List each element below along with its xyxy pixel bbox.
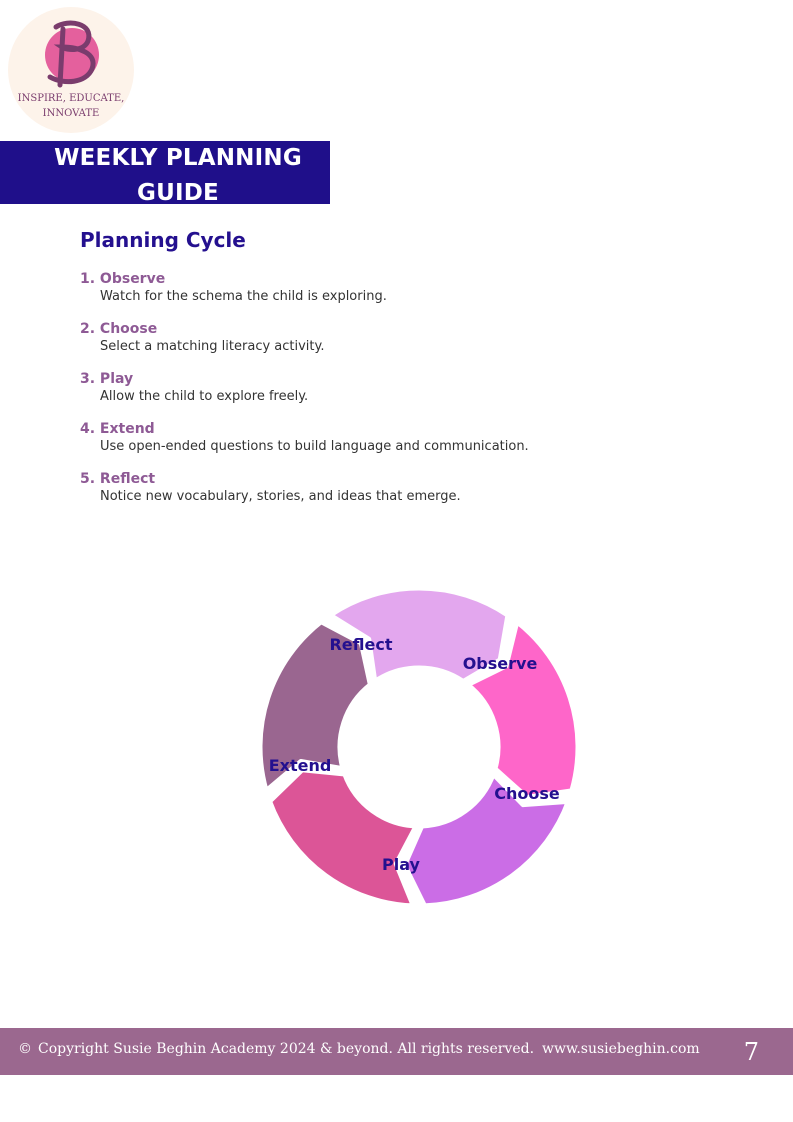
step-title: 1. Observe xyxy=(80,271,166,287)
cycle-label-choose: Choose xyxy=(494,784,560,803)
step-description: Allow the child to explore freely. xyxy=(100,389,309,404)
cycle-segments xyxy=(257,585,581,909)
logo-tagline-line2: INNOVATE xyxy=(42,108,100,119)
cycle-label-observe: Observe xyxy=(463,654,538,673)
website-link[interactable]: www.susiebeghin.com xyxy=(542,1041,700,1057)
cycle-label-reflect: Reflect xyxy=(329,635,392,654)
planning-steps-list: 1. Observe Watch for the schema the chil… xyxy=(80,270,700,520)
cycle-segment-choose xyxy=(401,771,571,909)
step-description: Select a matching literacy activity. xyxy=(100,339,325,354)
page-title: WEEKLY PLANNING GUIDE xyxy=(28,141,328,211)
copyright-icon: © xyxy=(18,1041,32,1057)
cycle-segment-reflect xyxy=(327,585,511,685)
page-title-line1: WEEKLY PLANNING xyxy=(54,145,302,171)
step-title: 4. Extend xyxy=(80,421,155,437)
list-item: 1. Observe Watch for the schema the chil… xyxy=(80,270,700,320)
step-description: Use open-ended questions to build langua… xyxy=(100,439,529,454)
cycle-labels: Observe Choose Play Extend Reflect xyxy=(269,635,560,874)
footer-copyright: © Copyright Susie Beghin Academy 2024 & b… xyxy=(18,1041,700,1057)
cycle-label-extend: Extend xyxy=(269,756,332,775)
step-title: 2. Choose xyxy=(80,321,158,337)
section-heading: Planning Cycle xyxy=(80,228,246,252)
cycle-segment-play xyxy=(267,767,419,909)
cycle-segment-observe xyxy=(465,619,581,800)
page-title-line2: GUIDE xyxy=(137,180,219,206)
list-item: 2. Choose Select a matching literacy act… xyxy=(80,320,700,370)
academy-logo: INSPIRE, EDUCATE, INNOVATE xyxy=(8,7,134,133)
logo-tagline-line1: INSPIRE, EDUCATE, xyxy=(17,93,125,104)
list-item: 5. Reflect Notice new vocabulary, storie… xyxy=(80,470,700,520)
logo-badge-icon xyxy=(8,7,134,133)
logo-tagline: INSPIRE, EDUCATE, INNOVATE xyxy=(8,91,134,121)
title-banner: WEEKLY PLANNING GUIDE xyxy=(0,141,330,206)
cycle-segment-extend xyxy=(257,619,373,794)
list-item: 4. Extend Use open-ended questions to bu… xyxy=(80,420,700,470)
step-description: Notice new vocabulary, stories, and idea… xyxy=(100,489,461,504)
cycle-label-play: Play xyxy=(382,855,421,874)
step-description: Watch for the schema the child is explor… xyxy=(100,289,387,304)
page-footer: © Copyright Susie Beghin Academy 2024 & b… xyxy=(0,1028,793,1075)
list-item: 3. Play Allow the child to explore freel… xyxy=(80,370,700,420)
step-title: 3. Play xyxy=(80,371,134,387)
step-title: 5. Reflect xyxy=(80,471,156,487)
page-number: 7 xyxy=(743,1038,759,1066)
copyright-text: Copyright Susie Beghin Academy 2024 & be… xyxy=(38,1041,535,1057)
